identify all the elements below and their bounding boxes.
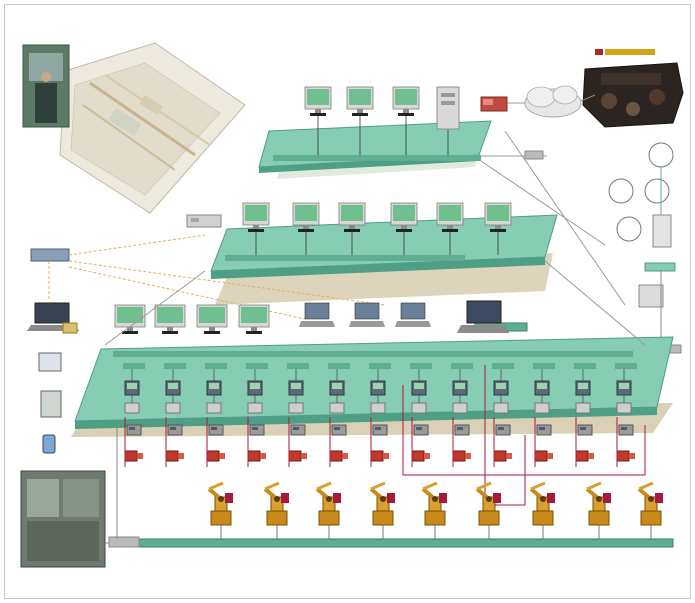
terminal-icon [638, 284, 664, 308]
drive-icon [536, 424, 552, 436]
motor-drive-icon [370, 450, 389, 462]
top-workstation-3 [392, 86, 420, 116]
industrial-robot-8 [585, 481, 611, 539]
motor-drive-icon [411, 450, 430, 462]
industrial-robot-9 [637, 481, 663, 539]
bottom-workstation-3 [196, 304, 228, 334]
handheld-device-icon [38, 352, 62, 372]
industrial-robot-1 [207, 481, 233, 539]
cell-column-7 [369, 363, 391, 462]
network-architecture-diagram [20, 42, 684, 568]
motor-drive-icon [616, 450, 635, 462]
industrial-robot-4 [369, 481, 395, 539]
motor-drive-icon [493, 450, 512, 462]
cell-column-5 [287, 363, 309, 462]
plant-layout-image [59, 42, 246, 214]
middle-network-layer [210, 214, 558, 305]
middle-workstation-4 [390, 202, 418, 232]
drive-icon [495, 424, 511, 436]
right-side-devices [608, 142, 682, 354]
engine-image [582, 49, 684, 128]
drive-icon [372, 424, 388, 436]
middle-workstation-3 [338, 202, 366, 232]
industrial-robot-5 [421, 481, 447, 539]
middle-workstation-5 [436, 202, 464, 232]
middle-layer-bus [225, 255, 465, 261]
industrial-robot-7 [529, 481, 555, 539]
drive-icon [290, 424, 306, 436]
middle-workstations [242, 202, 512, 255]
drive-icon [167, 424, 183, 436]
laptop-1 [299, 302, 335, 327]
network-rack-icon [652, 214, 672, 248]
drive-icon [249, 424, 265, 436]
cell-column-2 [164, 363, 186, 462]
bottom-workstation-2 [154, 304, 186, 334]
top-network-layer [258, 120, 547, 179]
fieldbus-lines [124, 365, 646, 506]
industrial-robot-2 [263, 481, 289, 539]
motor-drive-icon [329, 450, 348, 462]
router-icon [30, 248, 70, 262]
motor-drive-icon [288, 450, 307, 462]
robot-row [207, 481, 663, 539]
bottom-workstation-1 [114, 304, 146, 334]
top-workstation-2 [346, 86, 374, 116]
router-top-icon [480, 96, 525, 112]
bottom-workstations [114, 300, 509, 334]
motor-drive-icon [575, 450, 594, 462]
cell-column-4 [246, 363, 268, 462]
drive-icon [208, 424, 224, 436]
drive-icon [618, 424, 634, 436]
drive-icon [126, 424, 142, 436]
middle-switch-icon [186, 214, 222, 228]
laptop-2 [349, 302, 385, 327]
top-layer-bus [273, 155, 481, 161]
laptop-large [457, 300, 509, 333]
server-tower-icon [436, 86, 460, 130]
industrial-robot-3 [315, 481, 341, 539]
layer-connectors [104, 130, 646, 539]
cell-column-12 [574, 363, 596, 462]
cell-column-9 [451, 363, 473, 462]
bottom-layer-bus [113, 351, 633, 357]
middle-workstation-2 [292, 202, 320, 232]
robot-bus [105, 536, 674, 548]
laptop-3 [395, 302, 431, 327]
drive-icon [454, 424, 470, 436]
motor-drive-icon [534, 450, 553, 462]
motor-drive-icon [247, 450, 266, 462]
drive-icon [331, 424, 347, 436]
top-workstation-1 [304, 86, 332, 116]
cell-column-3 [205, 363, 227, 462]
cloud-icon [524, 85, 596, 118]
motor-drive-icon [124, 450, 143, 462]
middle-workstation-1 [242, 202, 270, 232]
cell-column-1 [123, 363, 145, 462]
laptop-icon [34, 302, 70, 324]
motor-drive-icon [165, 450, 184, 462]
motor-drive-icon [206, 450, 225, 462]
middle-workstation-6 [484, 202, 512, 232]
cell-column-13 [615, 363, 637, 462]
operator-photo [22, 44, 70, 128]
cell-column-10 [492, 363, 514, 462]
motor-drive-icon [452, 450, 471, 462]
drive-icon [577, 424, 593, 436]
cell-column-11 [533, 363, 555, 462]
top-workstations [304, 86, 449, 155]
industrial-robot-6 [475, 481, 501, 539]
diagram-frame [4, 4, 691, 599]
bottom-workstation-4 [238, 304, 270, 334]
cell-column-6 [328, 363, 350, 462]
drive-icon [413, 424, 429, 436]
